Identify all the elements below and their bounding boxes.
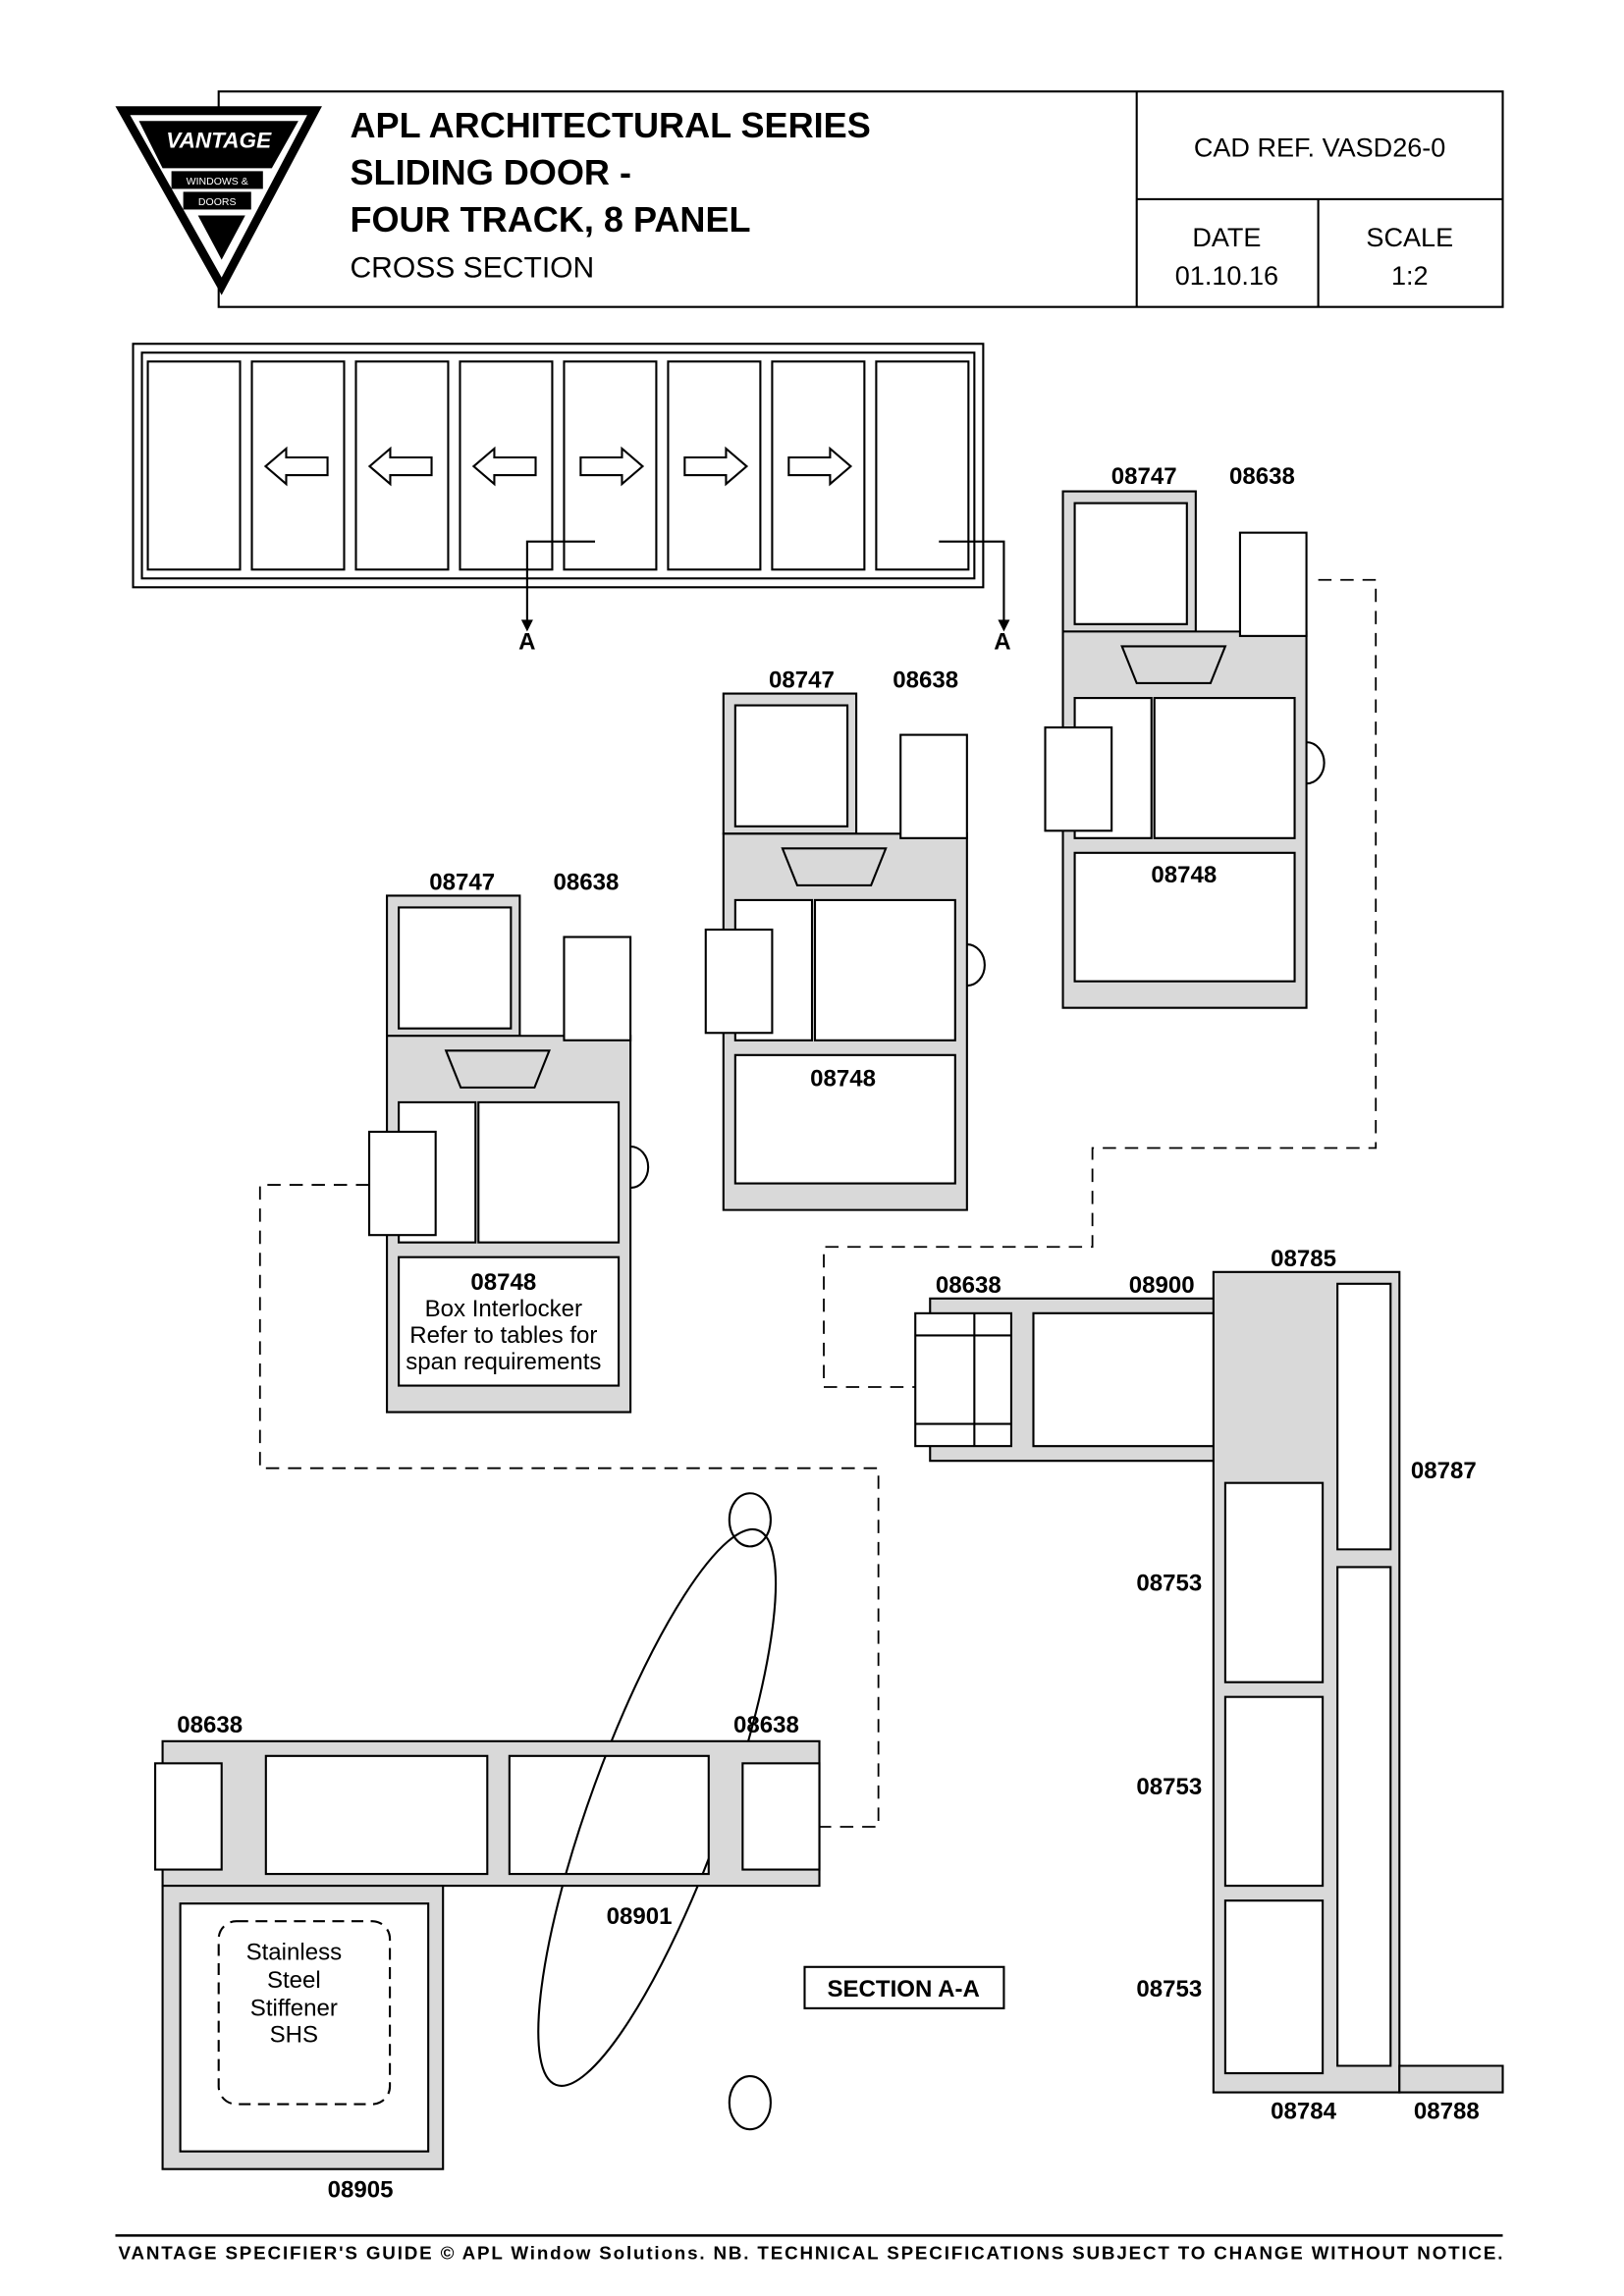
door-panel — [875, 360, 970, 571]
jamb-detail — [914, 1270, 1504, 2094]
profile-08747 — [1061, 490, 1197, 633]
profile-08747 — [722, 692, 858, 835]
logo-line2: DOORS — [198, 196, 237, 208]
interlocker-detail-3 — [367, 894, 650, 1414]
profile-08748 — [1061, 630, 1308, 1009]
section-label-08905: 08905 — [328, 2176, 394, 2203]
detail3-note1: Box Interlocker — [425, 1296, 582, 1322]
interlock-seal — [1120, 645, 1227, 685]
jamb-label-08753-3: 08753 — [1136, 1976, 1202, 2002]
door-panel — [146, 360, 242, 571]
detail1-label-08747: 08747 — [1111, 463, 1177, 490]
jamb-label-08784: 08784 — [1271, 2099, 1336, 2125]
profile-08748 — [386, 1035, 632, 1414]
section-marker-left: A — [518, 628, 535, 655]
door-panel — [667, 360, 762, 571]
detail1-label-08638: 08638 — [1229, 463, 1295, 490]
interlock-seal — [444, 1049, 551, 1089]
detail2-label-08748: 08748 — [810, 1065, 876, 1092]
elevation-view: A A — [132, 343, 1011, 655]
handle — [966, 943, 986, 988]
leader-line-1 — [823, 578, 1378, 1388]
arrow-right-icon — [787, 446, 853, 487]
stiffener-note1: Stainless — [246, 1939, 343, 1965]
detail3-note2: Refer to tables for — [409, 1322, 597, 1349]
section-aa-detail — [154, 1492, 821, 2170]
arrow-left-icon — [471, 446, 537, 487]
title-block: VANTAGE WINDOWS & DOORS APL ARCHITECTURA… — [115, 90, 1504, 308]
section-label-08638-right: 08638 — [733, 1712, 799, 1738]
detail1-label-08748: 08748 — [1151, 862, 1217, 888]
section-marker-right: A — [994, 628, 1010, 655]
handle — [1306, 741, 1326, 785]
jamb-label-08753-2: 08753 — [1136, 1774, 1202, 1800]
title-line2: SLIDING DOOR - — [350, 152, 631, 192]
footer-text: VANTAGE SPECIFIER'S GUIDE © APL Window S… — [118, 2242, 1502, 2263]
title-line4: CROSS SECTION — [350, 252, 594, 285]
arrow-right-icon — [579, 446, 645, 487]
handle — [630, 1145, 650, 1190]
jamb-label-08788: 08788 — [1414, 2099, 1480, 2125]
door-panel — [250, 360, 346, 571]
section-title: SECTION A-A — [827, 1976, 979, 2002]
door-panel — [459, 360, 554, 571]
arrow-right-icon — [683, 446, 749, 487]
jamb-label-08638: 08638 — [936, 1272, 1001, 1299]
stiffener-note2: Steel — [267, 1967, 321, 1994]
scale-label: SCALE — [1366, 223, 1453, 252]
jamb-label-08900: 08900 — [1129, 1272, 1195, 1299]
door-panel — [354, 360, 450, 571]
scale-value: 1:2 — [1391, 261, 1429, 291]
title-line1: APL ARCHITECTURAL SERIES — [350, 105, 870, 145]
glazing-unit — [1044, 726, 1113, 832]
detail3-label-08638: 08638 — [554, 869, 620, 895]
detail2-label-08638: 08638 — [893, 667, 958, 693]
detail2-label-08747: 08747 — [769, 667, 835, 693]
date-value: 01.10.16 — [1175, 261, 1278, 291]
jamb-label-08753-1: 08753 — [1136, 1570, 1202, 1596]
jamb-label-08785: 08785 — [1271, 1246, 1336, 1272]
section-label-08901: 08901 — [607, 1903, 673, 1930]
interlock-seal — [781, 847, 888, 886]
interlocker-detail-1 — [1044, 490, 1326, 1009]
section-title-box — [803, 1965, 1005, 2009]
detail3-label-08747: 08747 — [429, 869, 495, 895]
stiffener-note4: SHS — [270, 2021, 318, 2048]
jamb-label-08787: 08787 — [1411, 1458, 1477, 1484]
glazing-unit — [1238, 531, 1308, 637]
stiffener-note3: Stiffener — [250, 1995, 338, 2021]
cad-ref: CAD REF. VASD26-0 — [1194, 133, 1446, 162]
glazing-unit — [563, 935, 632, 1041]
glazing-unit — [899, 733, 968, 839]
arrow-left-icon — [263, 446, 329, 487]
title-line3: FOUR TRACK, 8 PANEL — [350, 199, 750, 240]
date-label: DATE — [1192, 223, 1261, 252]
leader-line-2 — [258, 1184, 880, 1828]
glazing-unit — [367, 1130, 437, 1237]
door-panel — [563, 360, 658, 571]
section-label-08638-left: 08638 — [177, 1712, 243, 1738]
detail3-note3: span requirements — [406, 1349, 601, 1375]
logo-line1: WINDOWS & — [187, 176, 248, 187]
vantage-logo: VANTAGE WINDOWS & DOORS — [115, 106, 322, 295]
glazing-unit — [704, 928, 774, 1035]
profile-08747 — [386, 894, 521, 1038]
detail3-label-08748: 08748 — [470, 1269, 536, 1296]
interlocker-detail-2 — [704, 692, 986, 1211]
door-panel — [771, 360, 866, 571]
arrow-left-icon — [367, 446, 433, 487]
profile-08748 — [722, 832, 968, 1211]
logo-brand: VANTAGE — [166, 128, 272, 152]
